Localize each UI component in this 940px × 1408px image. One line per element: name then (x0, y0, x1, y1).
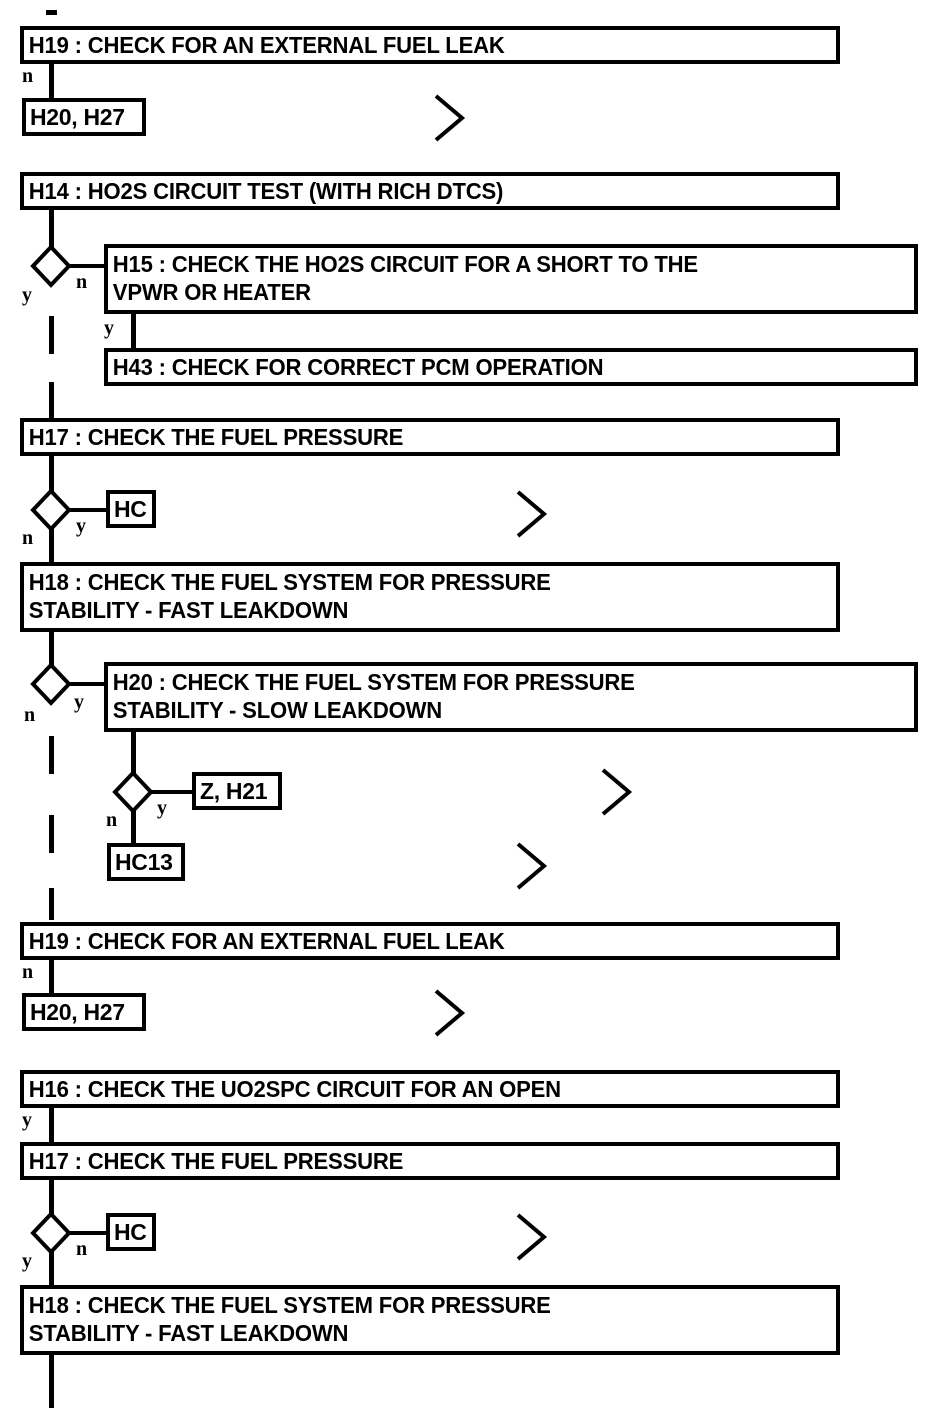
process-node-h14-ho2s-circuit-test[interactable]: H14 : HO2S CIRCUIT TEST (WITH RICH DTCS) (20, 172, 840, 210)
process-node-h19-external-fuel-leak-1[interactable]: H19 : CHECK FOR AN EXTERNAL FUEL LEAK (20, 26, 840, 64)
node-label: H20 : CHECK THE FUEL SYSTEM FOR PRESSURE… (112, 669, 635, 723)
branch-label-y-7: y (22, 1250, 32, 1272)
node-label: H43 : CHECK FOR CORRECT PCM OPERATION (112, 354, 604, 380)
edge-h20-to-decision-4 (131, 732, 136, 774)
offpage-connector-chevron-4 (512, 840, 552, 892)
edge-h17-to-decision-2 (49, 456, 54, 492)
node-label: H17 : CHECK THE FUEL PRESSURE (28, 424, 404, 450)
edge-decision5-to-hc (68, 1231, 110, 1235)
branch-label-n-5: n (106, 809, 118, 831)
edge-decision5-y-to-h18 (49, 1251, 54, 1285)
branch-label-n-4: n (24, 704, 36, 726)
terminator-node-h20-h27-2[interactable]: H20, H27 (22, 993, 146, 1031)
node-label: H14 : HO2S CIRCUIT TEST (WITH RICH DTCS) (28, 178, 504, 204)
decision-diamond-1[interactable] (30, 244, 72, 288)
branch-label-n-7: n (76, 1238, 88, 1260)
terminator-node-hc13[interactable]: HC13 (107, 843, 185, 881)
offpage-connector-chevron-6 (512, 1211, 552, 1263)
branch-label-y-1: y (22, 284, 32, 306)
terminator-node-z-h21[interactable]: Z, H21 (192, 772, 282, 810)
edge-decision1-y-dashed-seg-2 (49, 382, 54, 418)
decision-diamond-4[interactable] (112, 770, 154, 814)
process-node-h16-uo2spc-circuit-open[interactable]: H16 : CHECK THE UO2SPC CIRCUIT FOR AN OP… (20, 1070, 840, 1108)
edge-h17-to-decision-5 (49, 1180, 54, 1216)
offpage-connector-chevron-1 (430, 92, 470, 144)
node-label: H20, H27 (30, 999, 125, 1025)
branch-label-n-6: n (22, 961, 34, 983)
decision-diamond-3[interactable] (30, 662, 72, 706)
branch-label-n-2: n (76, 271, 88, 293)
terminator-node-h20-h27-1[interactable]: H20, H27 (22, 98, 146, 136)
branch-label-y-2: y (104, 317, 114, 339)
edge-decision4-n-to-hc13 (131, 810, 136, 846)
terminator-node-hc-2[interactable]: HC (106, 1213, 156, 1251)
process-node-h17-fuel-pressure-1[interactable]: H17 : CHECK THE FUEL PRESSURE (20, 418, 840, 456)
process-node-h18-fast-leakdown-1[interactable]: H18 : CHECK THE FUEL SYSTEM FOR PRESSURE… (20, 562, 840, 632)
branch-label-y-3: n (22, 527, 34, 549)
edge-decision2-to-hc (68, 508, 110, 512)
branch-label-y-5: y (157, 797, 167, 819)
edge-decision3-to-h20 (68, 682, 108, 686)
edge-h18-to-decision-3 (49, 632, 54, 666)
edge-h18-continues-offpage (49, 1355, 54, 1408)
node-label: HC (114, 1219, 147, 1245)
node-label: H18 : CHECK THE FUEL SYSTEM FOR PRESSURE… (28, 569, 551, 623)
offpage-connector-chevron-3 (597, 766, 637, 818)
edge-h16-to-h17 (49, 1108, 54, 1142)
node-label: H19 : CHECK FOR AN EXTERNAL FUEL LEAK (28, 928, 505, 954)
branch-label-y-6: y (22, 1109, 32, 1131)
node-label: H19 : CHECK FOR AN EXTERNAL FUEL LEAK (28, 32, 505, 58)
edge-decision1-to-h15 (68, 264, 108, 268)
terminator-node-hc-1[interactable]: HC (106, 490, 156, 528)
node-label: Z, H21 (200, 778, 268, 804)
edge-decision3-n-dashed-seg-1 (49, 736, 54, 774)
node-label: HC (114, 496, 147, 522)
edge-decision3-n-dashed-seg-3 (49, 888, 54, 920)
edge-decision1-y-dashed-seg-1 (49, 316, 54, 354)
process-node-h18-fast-leakdown-2[interactable]: H18 : CHECK THE FUEL SYSTEM FOR PRESSURE… (20, 1285, 840, 1355)
edge-h14-to-decision-1 (49, 210, 54, 248)
branch-label-n-3: y (76, 515, 86, 537)
edge-h19-to-h20h27-1 (49, 64, 54, 99)
node-label: H17 : CHECK THE FUEL PRESSURE (28, 1148, 404, 1174)
offpage-connector-chevron-2 (512, 488, 552, 540)
edge-decision4-to-z-h21 (150, 790, 194, 794)
node-label: H15 : CHECK THE HO2S CIRCUIT FOR A SHORT… (112, 251, 698, 305)
node-label: H20, H27 (30, 104, 125, 130)
node-label: H18 : CHECK THE FUEL SYSTEM FOR PRESSURE… (28, 1292, 551, 1346)
node-label: H16 : CHECK THE UO2SPC CIRCUIT FOR AN OP… (28, 1076, 561, 1102)
offpage-connector-chevron-5 (430, 987, 470, 1039)
decision-diamond-2[interactable] (30, 488, 72, 532)
edge-decision2-y-to-h18 (49, 528, 54, 562)
decision-diamond-5[interactable] (30, 1211, 72, 1255)
node-label: HC13 (115, 849, 173, 875)
process-node-h17-fuel-pressure-2[interactable]: H17 : CHECK THE FUEL PRESSURE (20, 1142, 840, 1180)
process-node-h20-slow-leakdown[interactable]: H20 : CHECK THE FUEL SYSTEM FOR PRESSURE… (104, 662, 918, 732)
process-node-h15-ho2s-short-to-vpwr[interactable]: H15 : CHECK THE HO2S CIRCUIT FOR A SHORT… (104, 244, 918, 314)
process-node-h19-external-fuel-leak-2[interactable]: H19 : CHECK FOR AN EXTERNAL FUEL LEAK (20, 922, 840, 960)
edge-h15-to-h43 (131, 314, 136, 348)
edge-h19-to-h20h27-2 (49, 960, 54, 994)
branch-label-y-4: y (74, 691, 84, 713)
top-tick-mark (46, 10, 57, 15)
branch-label-n-1: n (22, 65, 34, 87)
process-node-h43-pcm-operation[interactable]: H43 : CHECK FOR CORRECT PCM OPERATION (104, 348, 918, 386)
edge-decision3-n-dashed-seg-2 (49, 815, 54, 853)
